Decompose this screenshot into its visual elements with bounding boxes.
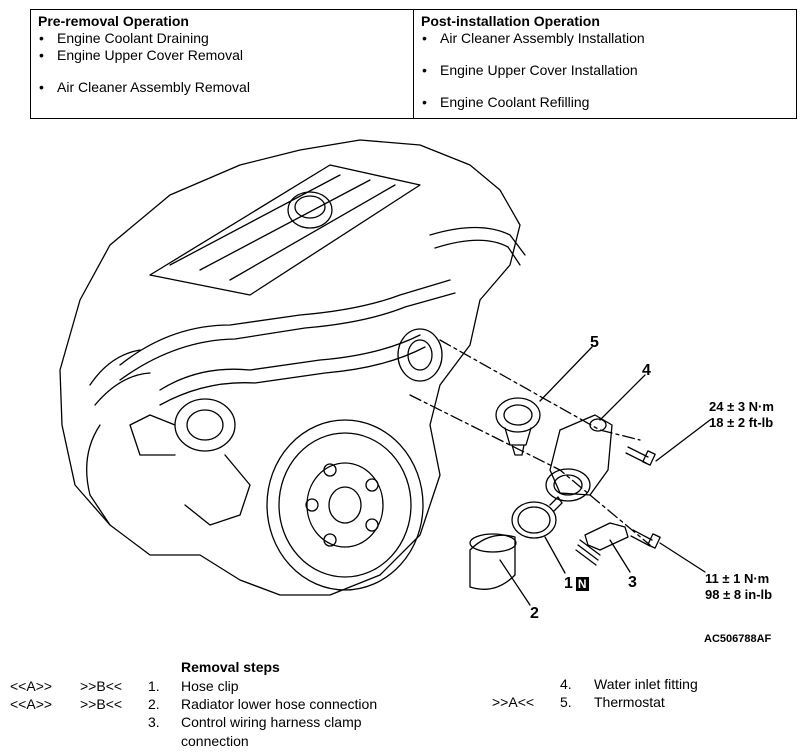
filler-cap <box>287 191 333 229</box>
alignment-line <box>439 339 641 441</box>
pre-removal-item: •Air Cleaner Assembly Removal <box>39 79 250 95</box>
removal-step: >>A<< 5. Thermostat <box>492 694 665 710</box>
callout-3: 3 <box>628 574 637 591</box>
removal-step: 4. Water inlet fitting <box>560 676 698 692</box>
thermostat-part <box>495 397 541 456</box>
callout-5: 5 <box>590 334 599 351</box>
post-installation-title: Post-installation Operation <box>421 13 600 29</box>
post-installation-item: •Engine Upper Cover Installation <box>422 62 638 78</box>
leader-line-torque-lower <box>659 542 706 573</box>
callout-4: 4 <box>642 362 651 379</box>
operations-table: Pre-removal Operation •Engine Coolant Dr… <box>30 9 797 119</box>
post-installation-item: •Engine Coolant Refilling <box>422 94 590 110</box>
radiator-lower-hose-part <box>469 533 517 590</box>
removal-step: <<A>> >>B<< 1. Hose clip <box>10 678 239 694</box>
pre-removal-title: Pre-removal Operation <box>38 13 189 29</box>
callout-2: 2 <box>530 605 539 622</box>
intake-hoses <box>119 279 451 366</box>
harness-clamp-part <box>575 522 629 566</box>
engine-thermostat-illustration <box>59 139 711 606</box>
throttle-body <box>174 398 236 452</box>
leader-line-3 <box>609 539 631 573</box>
removal-steps-title: Removal steps <box>181 659 280 675</box>
post-installation-column: Post-installation Operation •Air Cleaner… <box>414 10 796 118</box>
leader-line-2 <box>499 559 531 606</box>
removal-step: 3. Control wiring harness clamp <box>148 714 362 730</box>
lower-bolt <box>630 529 661 549</box>
leader-line-5 <box>539 346 593 402</box>
crankshaft-pulley <box>266 419 424 591</box>
pre-removal-item: •Engine Coolant Draining <box>39 30 209 46</box>
figure-code: AC506788AF <box>704 633 772 645</box>
leader-line-torque-upper <box>655 419 711 462</box>
leader-line-4 <box>599 374 646 421</box>
torque-spec-upper: 24 ± 3 N·m 18 ± 2 ft-lb <box>709 399 774 430</box>
pre-removal-item: •Engine Upper Cover Removal <box>39 47 243 63</box>
water-inlet-fitting-part <box>545 414 613 502</box>
removal-step: <<A>> >>B<< 2. Radiator lower hose conne… <box>10 696 378 712</box>
post-installation-item: •Air Cleaner Assembly Installation <box>422 30 645 46</box>
alignment-line <box>409 394 651 546</box>
new-part-badge: N <box>575 577 589 591</box>
upper-bolt <box>625 446 656 466</box>
torque-spec-lower: 11 ± 1 N·m 98 ± 8 in-lb <box>705 571 773 602</box>
hose-clip-part <box>511 496 563 539</box>
engine-block-outline <box>59 139 521 596</box>
valve-cover <box>149 164 421 296</box>
removal-step-continuation: connection <box>181 733 249 749</box>
pre-removal-column: Pre-removal Operation •Engine Coolant Dr… <box>31 10 414 118</box>
leader-line-1 <box>544 536 566 574</box>
